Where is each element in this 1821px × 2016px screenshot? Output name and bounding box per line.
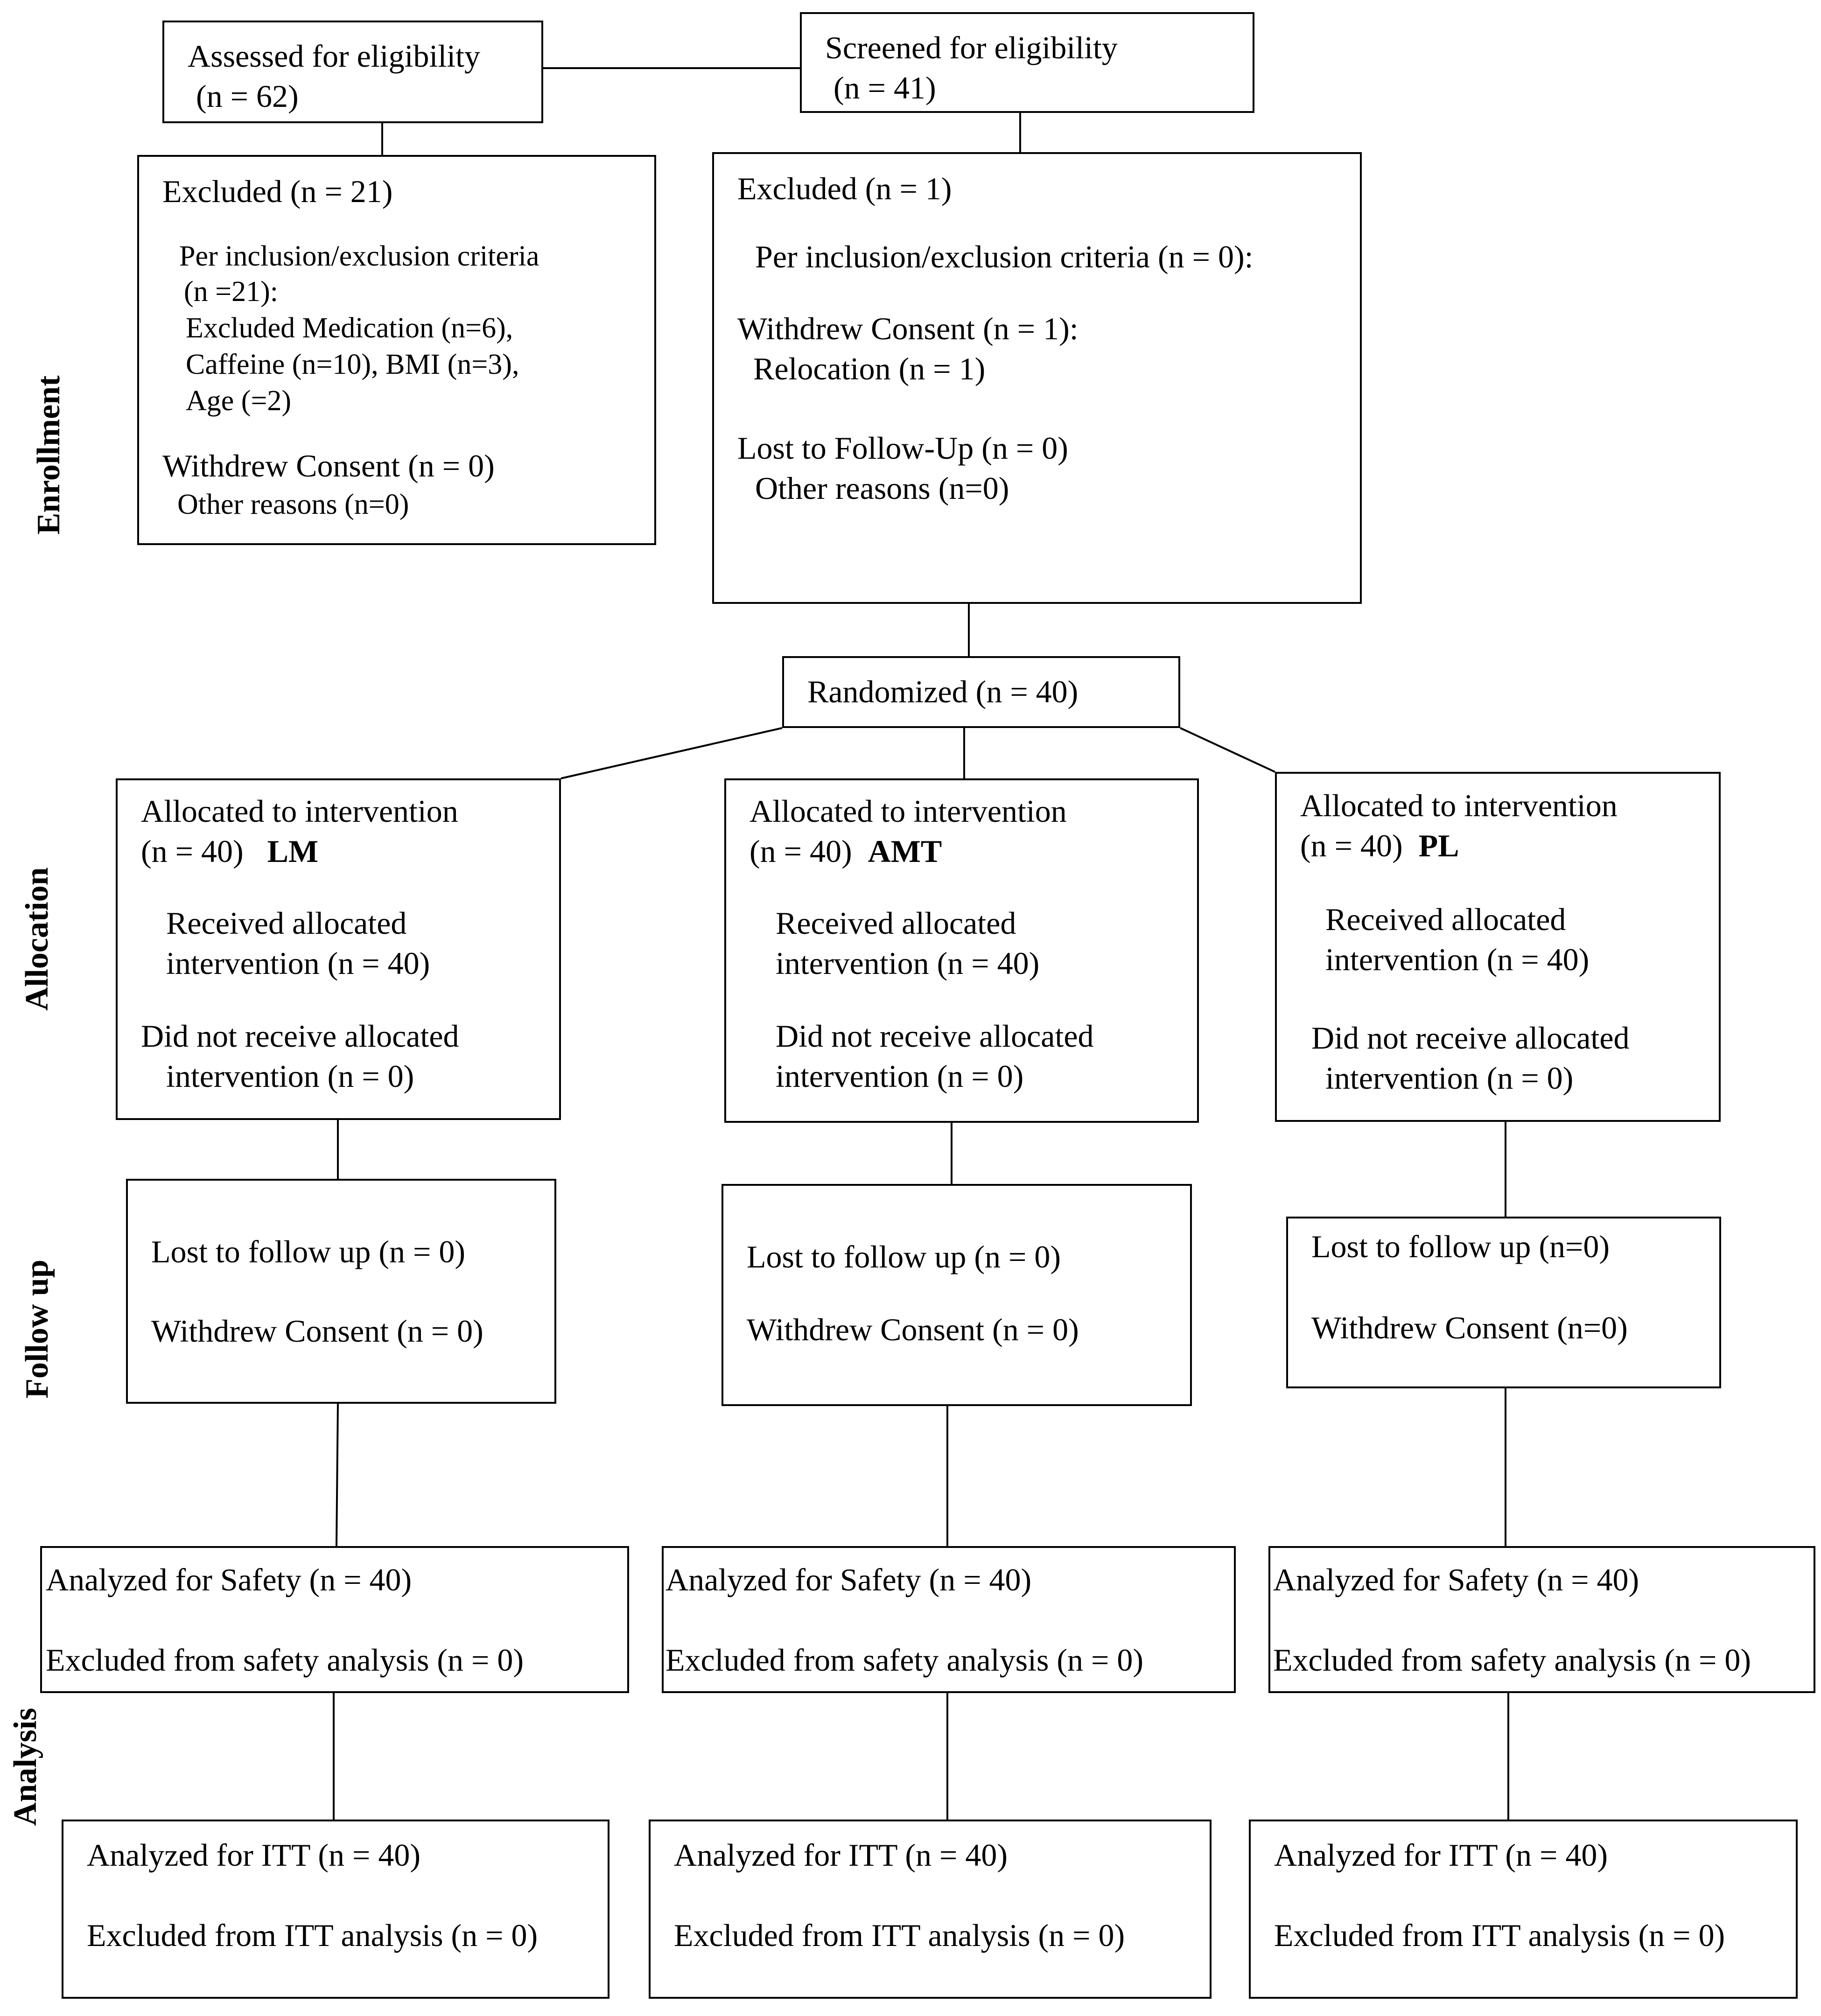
screened-eligibility-box: Screened for eligibility (n = 41) — [800, 12, 1254, 113]
itt-box-amt: Analyzed for ITT (n = 40) Excluded from … — [649, 1820, 1212, 1999]
excluded-right-withdrew: Withdrew Consent (n = 1): — [737, 311, 1079, 346]
itt-lm-analyzed: Analyzed for ITT (n = 40) — [87, 1837, 420, 1873]
excluded-right-title: Excluded (n = 1) — [737, 171, 952, 206]
excluded-right-other: Other reasons (n=0) — [755, 470, 1009, 506]
phase-label-allocation: Allocation — [19, 867, 55, 1011]
allocation-box-lm: Allocated to intervention (n = 40) LM Re… — [116, 778, 561, 1120]
itt-pl-analyzed: Analyzed for ITT (n = 40) — [1274, 1837, 1608, 1873]
phase-label-follow-up: Follow up — [19, 1260, 55, 1399]
allocation-amt-line1: Allocated to intervention — [749, 793, 1067, 829]
followup-lm-withdrew: Withdrew Consent (n = 0) — [151, 1313, 483, 1349]
assessed-count: (n = 62) — [196, 78, 299, 114]
excluded-left-withdrew: Withdrew Consent (n = 0) — [162, 448, 495, 483]
itt-amt-analyzed: Analyzed for ITT (n = 40) — [674, 1837, 1008, 1873]
allocation-pl-notreceived-2: intervention (n = 0) — [1325, 1060, 1574, 1096]
followup-amt-lost: Lost to follow up (n = 0) — [747, 1239, 1061, 1274]
allocation-box-amt: Allocated to intervention (n = 40) AMT R… — [724, 778, 1199, 1123]
allocation-pl-received-1: Received allocated — [1325, 902, 1566, 937]
safety-lm-excluded: Excluded from safety analysis (n = 0) — [46, 1642, 524, 1678]
allocation-amt-arm: AMT — [868, 833, 942, 869]
safety-box-amt: Analyzed for Safety (n = 40) Excluded fr… — [662, 1546, 1236, 1693]
allocation-pl-notreceived-1: Did not receive allocated — [1311, 1020, 1630, 1056]
excluded-left-criteria-2: (n =21): — [184, 276, 278, 308]
itt-pl-excluded: Excluded from ITT analysis (n = 0) — [1274, 1918, 1725, 1953]
safety-amt-excluded: Excluded from safety analysis (n = 0) — [665, 1642, 1144, 1678]
allocation-pl-received-2: intervention (n = 40) — [1325, 942, 1590, 977]
allocation-box-pl: Allocated to intervention (n = 40) PL Re… — [1275, 772, 1721, 1122]
safety-pl-excluded: Excluded from safety analysis (n = 0) — [1273, 1642, 1751, 1678]
allocation-amt-notreceived-2: intervention (n = 0) — [776, 1058, 1024, 1094]
followup-box-pl: Lost to follow up (n=0) Withdrew Consent… — [1286, 1217, 1721, 1388]
assessed-eligibility-box: Assessed for eligibility (n = 62) — [162, 21, 543, 123]
allocation-pl-line1: Allocated to intervention — [1300, 788, 1618, 823]
connector-randomized-pl — [1180, 727, 1275, 773]
phase-label-enrollment: Enrollment — [31, 375, 67, 535]
followup-box-amt: Lost to follow up (n = 0) Withdrew Conse… — [721, 1184, 1192, 1406]
allocation-lm-notreceived-2: intervention (n = 0) — [166, 1058, 414, 1094]
excluded-left-other: Other reasons (n=0) — [177, 489, 409, 520]
itt-lm-excluded: Excluded from ITT analysis (n = 0) — [87, 1918, 538, 1953]
randomized-box: Randomized (n = 40) — [782, 656, 1180, 728]
followup-lm-lost: Lost to follow up (n = 0) — [151, 1234, 465, 1269]
safety-lm-analyzed: Analyzed for Safety (n = 40) — [46, 1562, 412, 1597]
itt-box-lm: Analyzed for ITT (n = 40) Excluded from … — [62, 1820, 609, 1999]
allocation-lm-notreceived-1: Did not receive allocated — [141, 1018, 459, 1054]
safety-box-lm: Analyzed for Safety (n = 40) Excluded fr… — [40, 1546, 629, 1693]
excluded-left-criteria-1: Per inclusion/exclusion criteria — [179, 240, 539, 272]
safety-pl-analyzed: Analyzed for Safety (n = 40) — [1273, 1562, 1639, 1597]
randomized-label: Randomized (n = 40) — [807, 674, 1079, 709]
allocation-pl-line2: (n = 40) PL — [1300, 828, 1459, 863]
allocation-lm-received-2: intervention (n = 40) — [166, 945, 430, 981]
safety-amt-analyzed: Analyzed for Safety (n = 40) — [665, 1562, 1032, 1597]
followup-pl-withdrew: Withdrew Consent (n=0) — [1311, 1310, 1628, 1345]
safety-box-pl: Analyzed for Safety (n = 40) Excluded fr… — [1268, 1546, 1815, 1693]
assessed-title: Assessed for eligibility — [188, 38, 481, 74]
excluded-left-criteria-3: Excluded Medication (n=6), — [186, 312, 513, 344]
screened-count: (n = 41) — [833, 70, 936, 105]
allocation-lm-line2: (n = 40) LM — [141, 833, 319, 869]
followup-amt-withdrew: Withdrew Consent (n = 0) — [747, 1312, 1079, 1347]
allocation-lm-arm: LM — [267, 833, 319, 869]
excluded-left-box: Excluded (n = 21) Per inclusion/exclusio… — [137, 155, 656, 545]
allocation-lm-received-1: Received allocated — [166, 905, 407, 941]
connector-randomized-lm — [560, 727, 783, 779]
itt-box-pl: Analyzed for ITT (n = 40) Excluded from … — [1249, 1820, 1798, 1999]
excluded-right-criteria: Per inclusion/exclusion criteria (n = 0)… — [755, 239, 1254, 274]
followup-box-lm: Lost to follow up (n = 0) Withdrew Conse… — [126, 1179, 556, 1404]
excluded-left-title: Excluded (n = 21) — [162, 174, 393, 209]
connector-lm-safety — [336, 1403, 339, 1547]
excluded-right-relocation: Relocation (n = 1) — [753, 351, 986, 386]
allocation-amt-received-1: Received allocated — [776, 905, 1016, 941]
allocation-pl-arm: PL — [1418, 828, 1459, 863]
phase-label-analysis: Analysis — [7, 1708, 43, 1826]
followup-pl-lost: Lost to follow up (n=0) — [1311, 1229, 1610, 1264]
screened-title: Screened for eligibility — [825, 30, 1118, 65]
itt-amt-excluded: Excluded from ITT analysis (n = 0) — [674, 1918, 1125, 1953]
excluded-right-lost: Lost to Follow-Up (n = 0) — [737, 430, 1068, 466]
excluded-right-box: Excluded (n = 1) Per inclusion/exclusion… — [712, 152, 1362, 604]
excluded-left-criteria-4: Caffeine (n=10), BMI (n=3), — [186, 349, 519, 380]
allocation-amt-line2: (n = 40) AMT — [749, 833, 942, 869]
excluded-left-criteria-5: Age (=2) — [186, 385, 292, 417]
allocation-amt-received-2: intervention (n = 40) — [776, 945, 1040, 981]
allocation-lm-line1: Allocated to intervention — [141, 793, 458, 829]
allocation-amt-notreceived-1: Did not receive allocated — [776, 1018, 1094, 1054]
